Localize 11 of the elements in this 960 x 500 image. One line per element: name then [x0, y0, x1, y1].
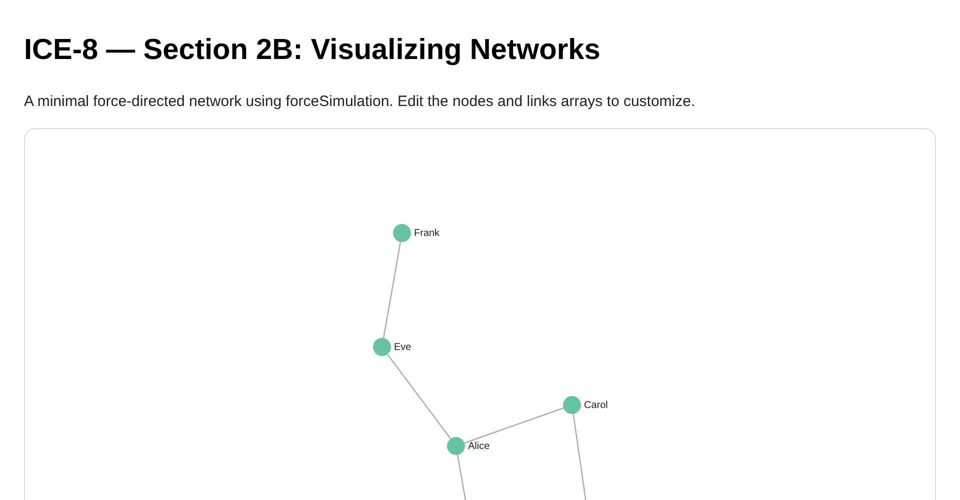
link-line [382, 242, 402, 338]
node-label: Frank [414, 226, 440, 240]
link-line [572, 414, 588, 500]
node-label: Alice [468, 440, 490, 454]
link-line [386, 354, 452, 440]
link-line [464, 407, 564, 444]
node-label: Eve [394, 340, 412, 354]
link-line [456, 454, 468, 500]
description-text: A minimal force-directed network using forceSimulation. Edit the nodes and links arrays to customize. [24, 92, 696, 112]
node-label: Carol [584, 398, 608, 412]
page-title: ICE-8 — Section 2B: Visualizing Networks [24, 33, 600, 68]
